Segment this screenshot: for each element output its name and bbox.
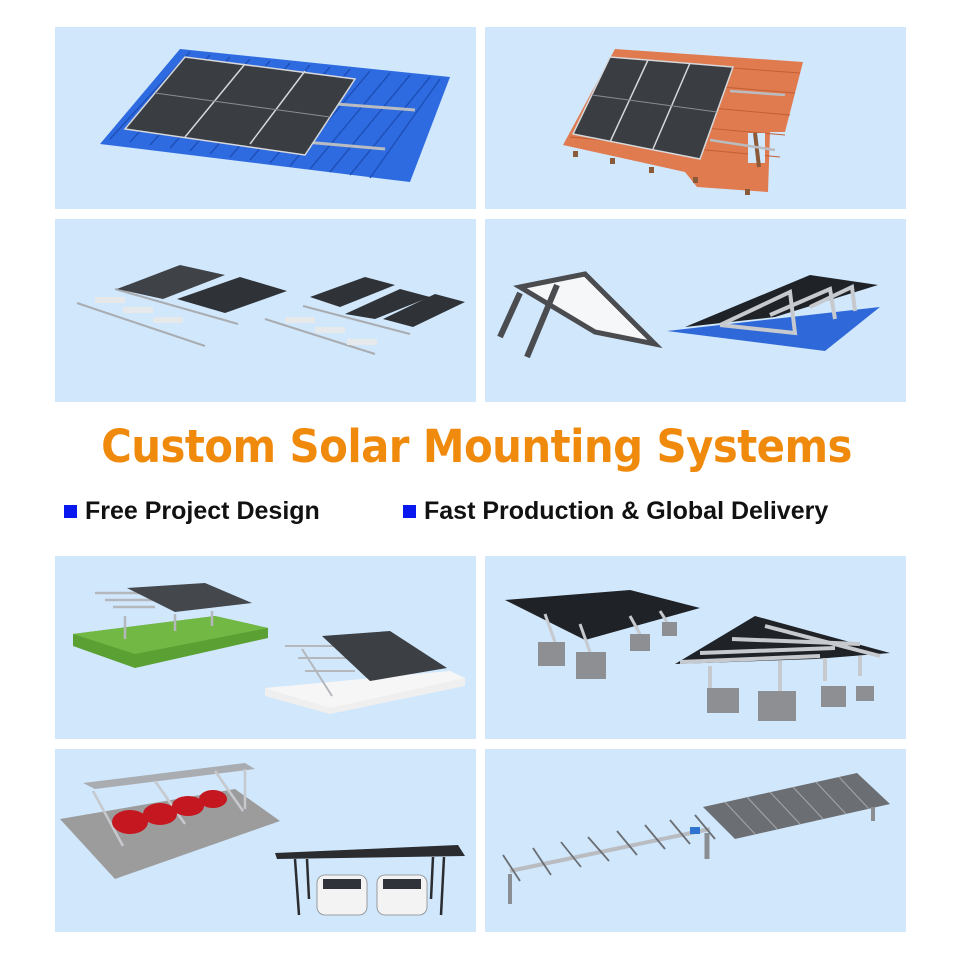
tile-carport-mount	[55, 749, 476, 932]
metal-roof-mount-illustration	[100, 49, 450, 182]
flat-roof-ballast-mount-illustration	[76, 265, 465, 355]
tile-tilt-triangle-mount	[485, 219, 906, 402]
carport-mount-illustration	[60, 763, 465, 916]
tile-concrete-block-ground-mount	[485, 556, 906, 739]
tile-solar-tracker	[485, 749, 906, 932]
feature-label: Fast Production & Global Delivery	[424, 497, 829, 525]
concrete-block-ground-mount-illustration	[505, 590, 890, 721]
tile-ground-mount	[55, 556, 476, 739]
feature-item-fast-delivery: Fast Production & Global Delivery	[403, 494, 828, 528]
feature-list: Free Project Design Fast Production & Gl…	[0, 494, 953, 528]
ground-mount-illustration	[73, 583, 465, 714]
page-title: Custom Solar Mounting Systems	[101, 420, 852, 473]
square-bullet-icon	[64, 504, 77, 518]
tile-metal-roof-mount	[55, 27, 476, 209]
tile-tile-roof-mount	[485, 27, 906, 209]
tile-roof-mount-illustration	[563, 49, 803, 195]
feature-item-free-design: Free Project Design	[64, 494, 320, 528]
square-bullet-icon	[403, 504, 416, 518]
tile-flat-roof-ballast-mount	[55, 219, 476, 402]
solar-tracker-illustration	[502, 773, 890, 904]
feature-label: Free Project Design	[85, 497, 320, 525]
tilt-triangle-mount-illustration	[497, 271, 880, 359]
